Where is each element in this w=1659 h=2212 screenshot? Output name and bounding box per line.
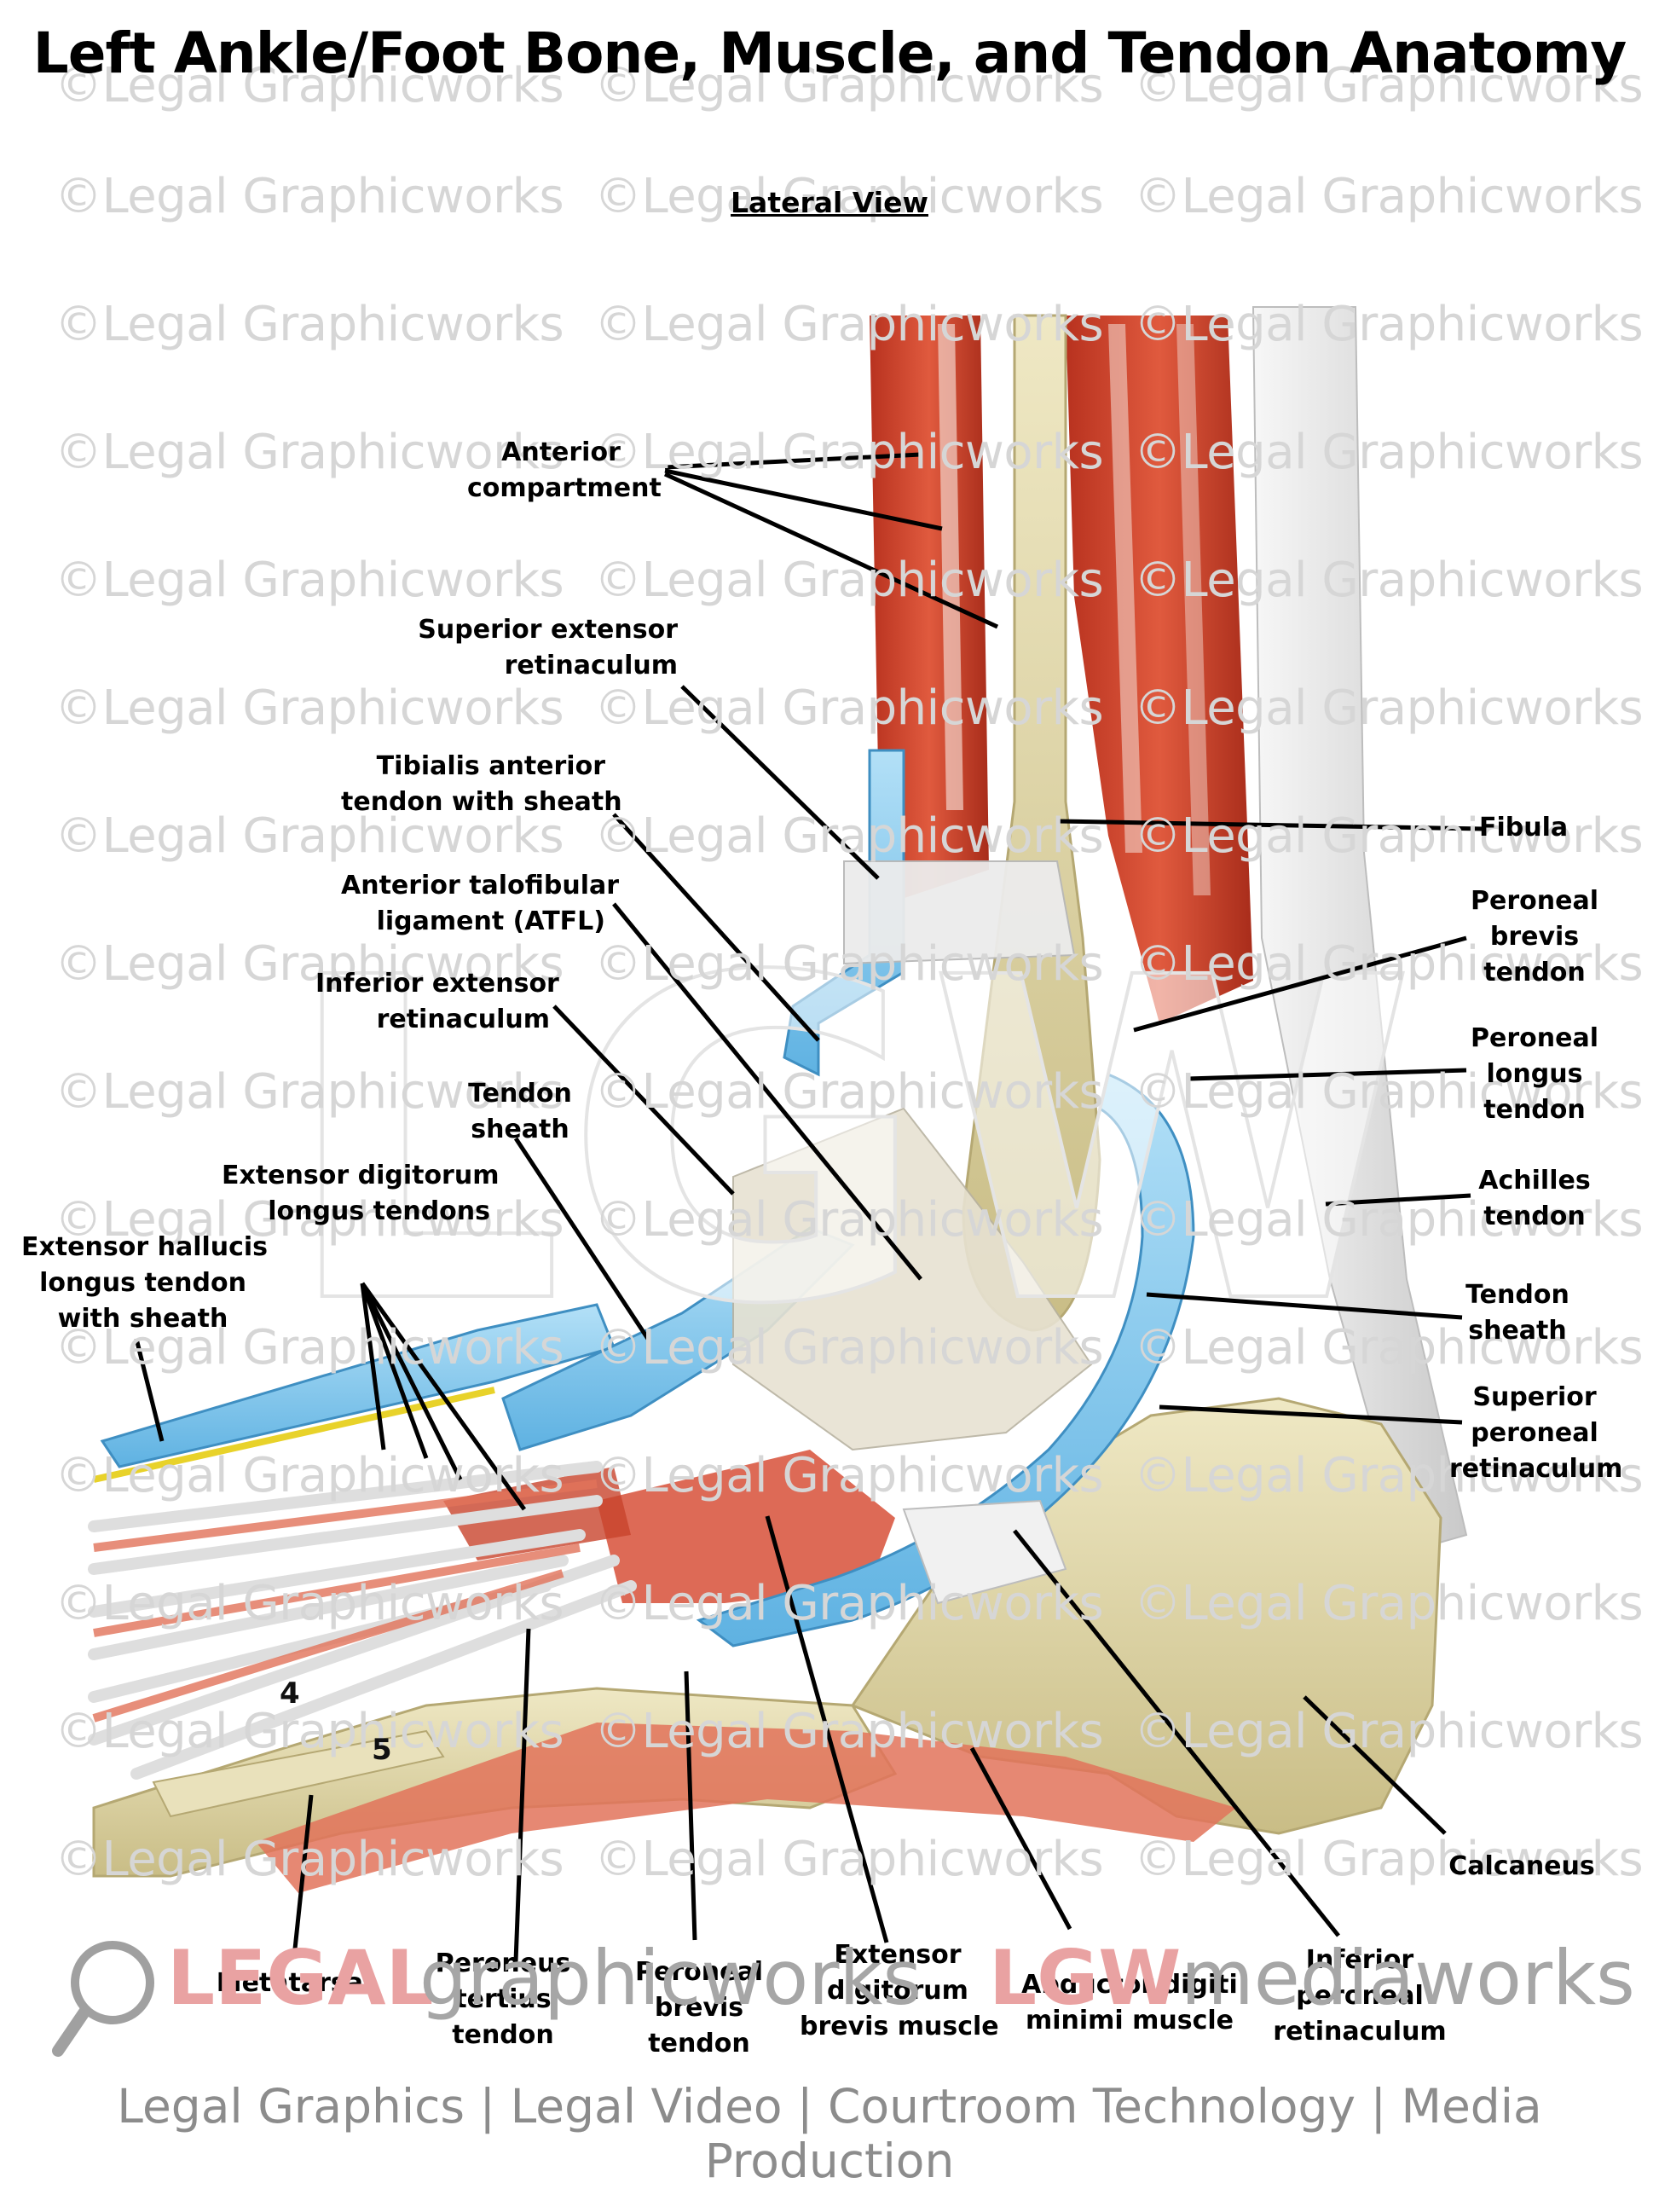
watermark: ©Legal Graphicworks [1134,1576,1644,1631]
page-title: Left Ankle/Foot Bone, Muscle, and Tendon… [32,20,1627,86]
lgw-watermark-logo: LGW [281,884,1417,1401]
watermark: ©Legal Graphicworks [55,1448,564,1503]
watermark: ©Legal Graphicworks [594,553,1104,608]
watermark: ©Legal Graphicworks [55,1832,564,1887]
tibialis-anterior-sheath [783,749,905,1077]
label-pointer-lines [134,452,1484,1962]
watermark: ©Legal Graphicworks [594,1064,1104,1120]
watermark: ©Legal Graphicworks [594,1320,1104,1375]
watermark: ©Legal Graphicworks [594,936,1104,992]
watermark: ©Legal Graphicworks [594,169,1104,224]
extensor-digitorum-brevis-muscle [597,1450,895,1603]
watermark: ©Legal Graphicworks [1134,1320,1644,1375]
watermark: ©Legal Graphicworks [55,58,564,113]
brand-mediaworks: mediaworks [1181,1934,1635,2022]
view-subtitle: Lateral View [731,186,928,219]
label-metatarsal: Metatarsal [216,1968,373,1998]
metatarsal-number-5: 5 [372,1733,392,1767]
brand-lgw: LGW [989,1934,1182,2022]
watermark: ©Legal Graphicworks [55,169,564,224]
ligament-complex [732,1107,1093,1451]
watermark: ©Legal Graphicworks [1134,58,1644,113]
watermark: ©Legal Graphicworks [1134,680,1644,736]
watermark: ©Legal Graphicworks [55,553,564,608]
watermark: ©Legal Graphicworks [1134,169,1644,224]
watermark: ©Legal Graphicworks [1134,1064,1644,1120]
watermark: ©Legal Graphicworks [1134,1448,1644,1503]
abductor-digiti-minimi-muscle [256,1723,1236,1893]
watermark: ©Legal Graphicworks [594,680,1104,736]
watermark: ©Legal Graphicworks [55,1576,564,1631]
watermark: ©Legal Graphicworks [1134,1192,1644,1248]
metatarsal-number-4: 4 [280,1676,300,1711]
brand-legal: LEGAL [167,1934,434,2022]
watermark: ©Legal Graphicworks [594,1448,1104,1503]
label-calcaneus: Calcaneus [1448,1851,1595,1881]
watermark: ©Legal Graphicworks [1134,297,1644,352]
watermark: ©Legal Graphicworks [55,425,564,480]
watermark: ©Legal Graphicworks [55,297,564,352]
watermark: ©Legal Graphicworks [1134,936,1644,992]
footer-services: Legal Graphics | Legal Video | Courtroom… [117,2079,1542,2188]
watermark: ©Legal Graphicworks [594,1576,1104,1631]
inferior-peroneal-retinaculum [902,1499,1067,1605]
watermark: ©Legal Graphicworks [594,808,1104,864]
watermark: ©Legal Graphicworks [594,1192,1104,1248]
brand-graphicworks: graphicworks [419,1934,922,2022]
watermark: ©Legal Graphicworks [55,808,564,864]
watermark: ©Legal Graphicworks [594,425,1104,480]
watermark: ©Legal Graphicworks [594,1832,1104,1887]
watermark: ©Legal Graphicworks [1134,808,1644,864]
watermark: ©Legal Graphicworks [1134,1832,1644,1887]
watermark: ©Legal Graphicworks [55,1704,564,1759]
watermark: ©Legal Graphicworks [55,680,564,736]
watermark: ©Legal Graphicworks [55,1064,564,1120]
watermark: ©Legal Graphicworks [1134,425,1644,480]
watermark: ©Legal Graphicworks [55,936,564,992]
watermark: ©Legal Graphicworks [55,1320,564,1375]
watermark: ©Legal Graphicworks [1134,553,1644,608]
watermark: ©Legal Graphicworks [594,1704,1104,1759]
watermark: ©Legal Graphicworks [594,297,1104,352]
watermark: ©Legal Graphicworks [594,58,1104,113]
achilles-tendon [1251,306,1468,1554]
watermark: ©Legal Graphicworks [55,1192,564,1248]
label-fibula: Fibula [1479,813,1569,843]
watermark: ©Legal Graphicworks [1134,1704,1644,1759]
superior-extensor-retinaculum [843,860,1076,965]
magnifier-icon [52,1941,154,2057]
